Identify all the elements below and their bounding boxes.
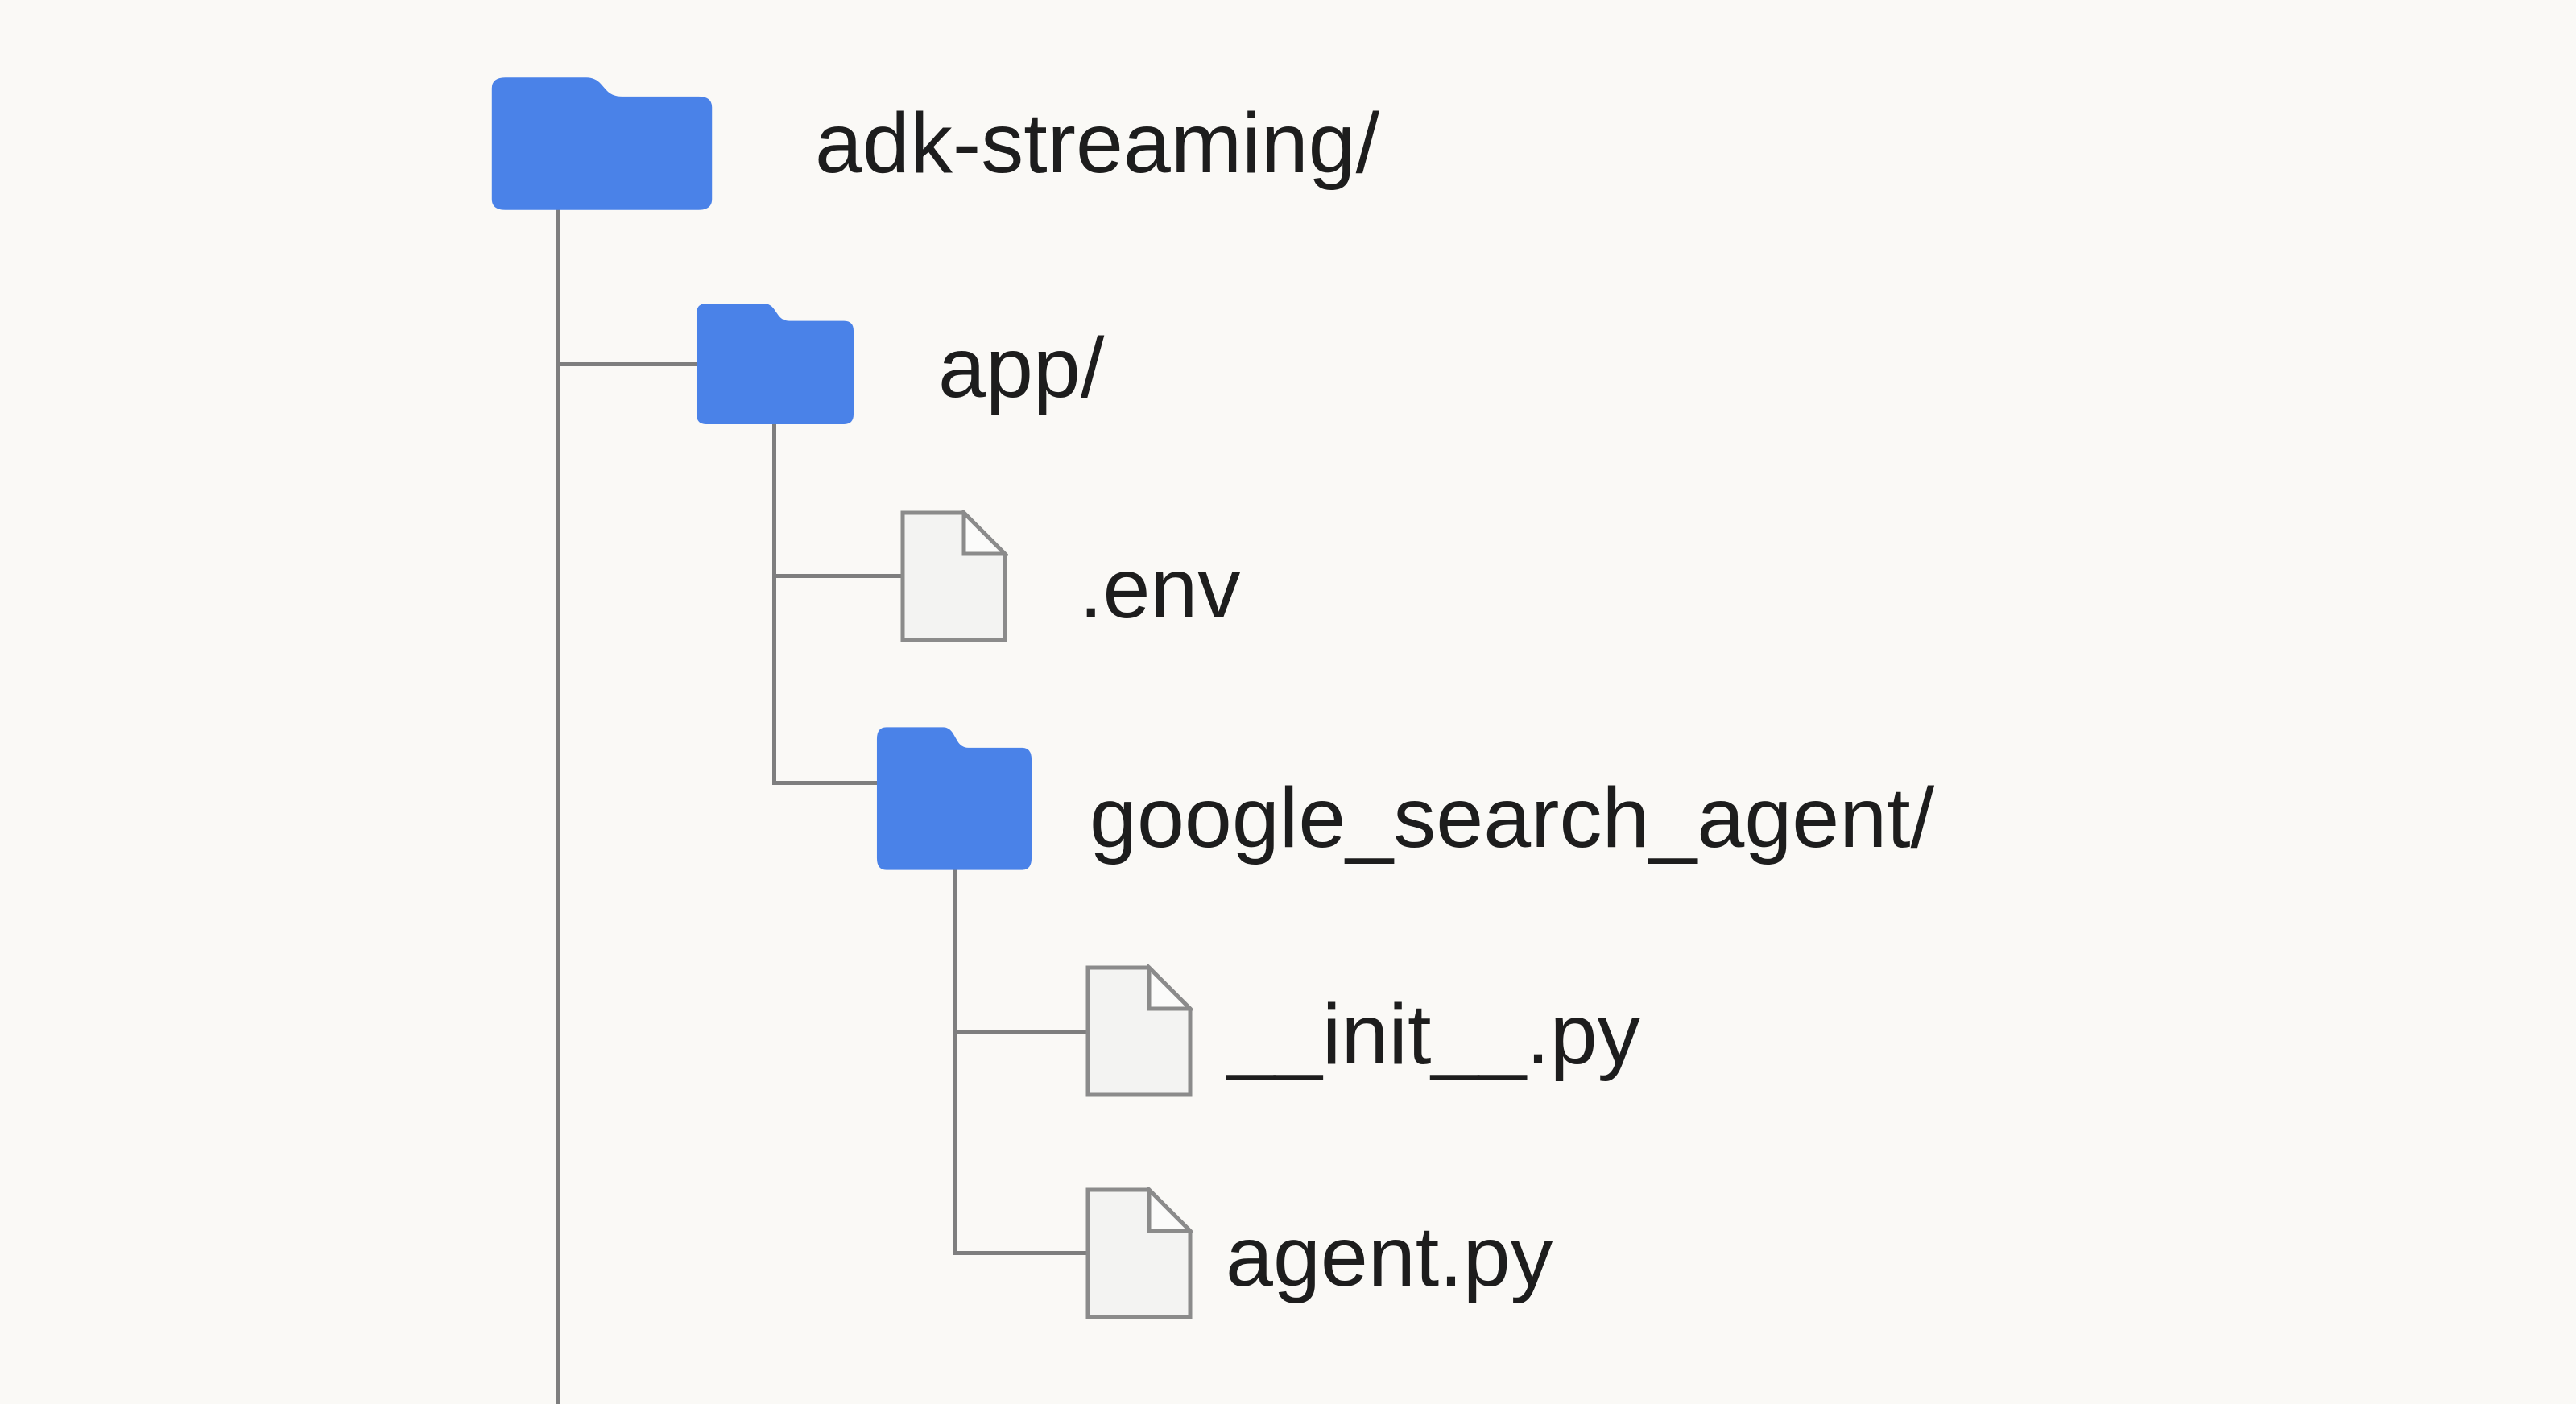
tree-label-google-search-agent: google_search_agent/	[1090, 770, 1935, 865]
file-page	[1085, 1187, 1193, 1319]
folder-icon	[876, 727, 1032, 870]
connector-root-trunk	[556, 209, 560, 1404]
connector-branch-app	[556, 362, 697, 366]
file-icon	[900, 510, 1008, 642]
tree-label-adk-streaming: adk-streaming/	[815, 96, 1380, 191]
file-page	[1085, 965, 1193, 1097]
connector-app-trunk	[772, 423, 776, 785]
tree-label-agent-py: agent.py	[1226, 1209, 1553, 1304]
file-icon	[1085, 964, 1193, 1097]
connector-gsa-trunk	[953, 869, 957, 1255]
connector-branch-init	[953, 1030, 1089, 1034]
folder-shape	[696, 304, 854, 424]
file-fold	[961, 510, 1008, 556]
file-icon	[1085, 1187, 1193, 1319]
folder-icon	[491, 77, 713, 210]
folder-shape	[876, 727, 1032, 870]
file-page	[900, 510, 1007, 642]
folder-icon	[696, 304, 854, 424]
connector-branch-gsa	[772, 781, 879, 785]
connector-branch-env	[772, 574, 903, 578]
file-fold	[1147, 964, 1193, 1011]
file-fold	[1147, 1187, 1193, 1233]
tree-label-init-py: __init__.py	[1227, 987, 1640, 1082]
tree-label-env: .env	[1079, 541, 1241, 636]
tree-label-app: app/	[938, 320, 1105, 415]
connector-branch-agent	[953, 1251, 1089, 1255]
folder-shape	[491, 77, 713, 210]
